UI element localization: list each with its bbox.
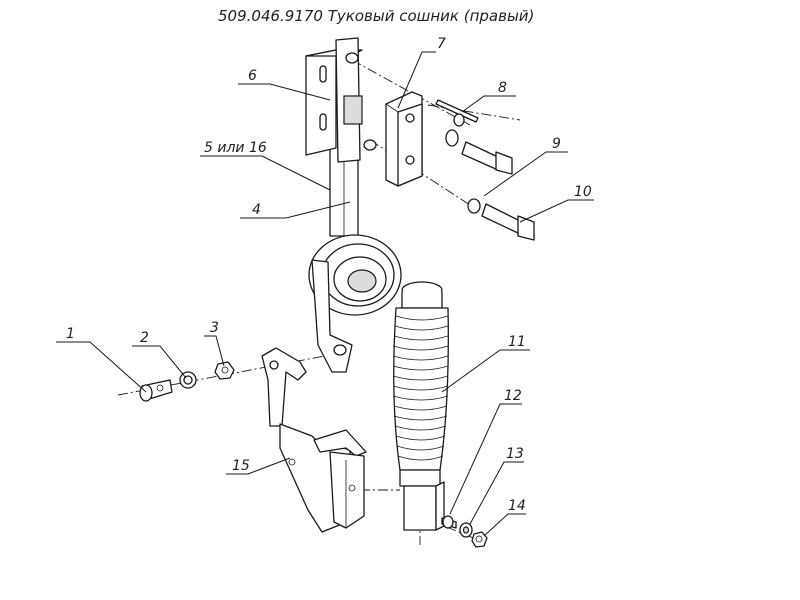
pin-part [435, 99, 479, 127]
diagram-title: 509.046.9170 Туковый сошник (правый) [218, 7, 534, 25]
label-part-5: 5 или 16 [204, 140, 267, 156]
hose-ribs [392, 315, 449, 461]
corrugated-hose-part [392, 281, 449, 531]
left-washer-part [179, 371, 197, 389]
label-part-12: 12 [504, 388, 522, 404]
small-nut-part [471, 531, 488, 548]
small-bolt-part [441, 515, 457, 529]
label-part-3: 3 [210, 320, 219, 336]
u-bracket-part [385, 91, 423, 187]
bolt-lower-part [467, 198, 535, 241]
label-part-4: 4 [252, 202, 261, 218]
small-washer-part [459, 522, 473, 538]
part-labels: 1 2 3 4 5 или 16 6 7 8 9 10 11 12 13 14 … [66, 36, 592, 514]
bolt-upper-part [445, 129, 513, 175]
label-part-9: 9 [552, 136, 561, 152]
label-part-6: 6 [248, 68, 257, 84]
bracket-plate-part [305, 37, 377, 163]
label-part-13: 13 [506, 446, 524, 462]
shoe-boot-part [261, 347, 367, 533]
label-part-2: 2 [140, 330, 149, 346]
label-part-8: 8 [498, 80, 507, 96]
leader-lines [56, 51, 594, 537]
label-part-11: 11 [508, 334, 526, 350]
left-nut-part [214, 361, 235, 380]
label-part-10: 10 [574, 184, 592, 200]
label-part-14: 14 [508, 498, 526, 514]
label-part-7: 7 [437, 36, 446, 52]
label-part-15: 15 [232, 458, 250, 474]
label-part-1: 1 [66, 326, 75, 342]
